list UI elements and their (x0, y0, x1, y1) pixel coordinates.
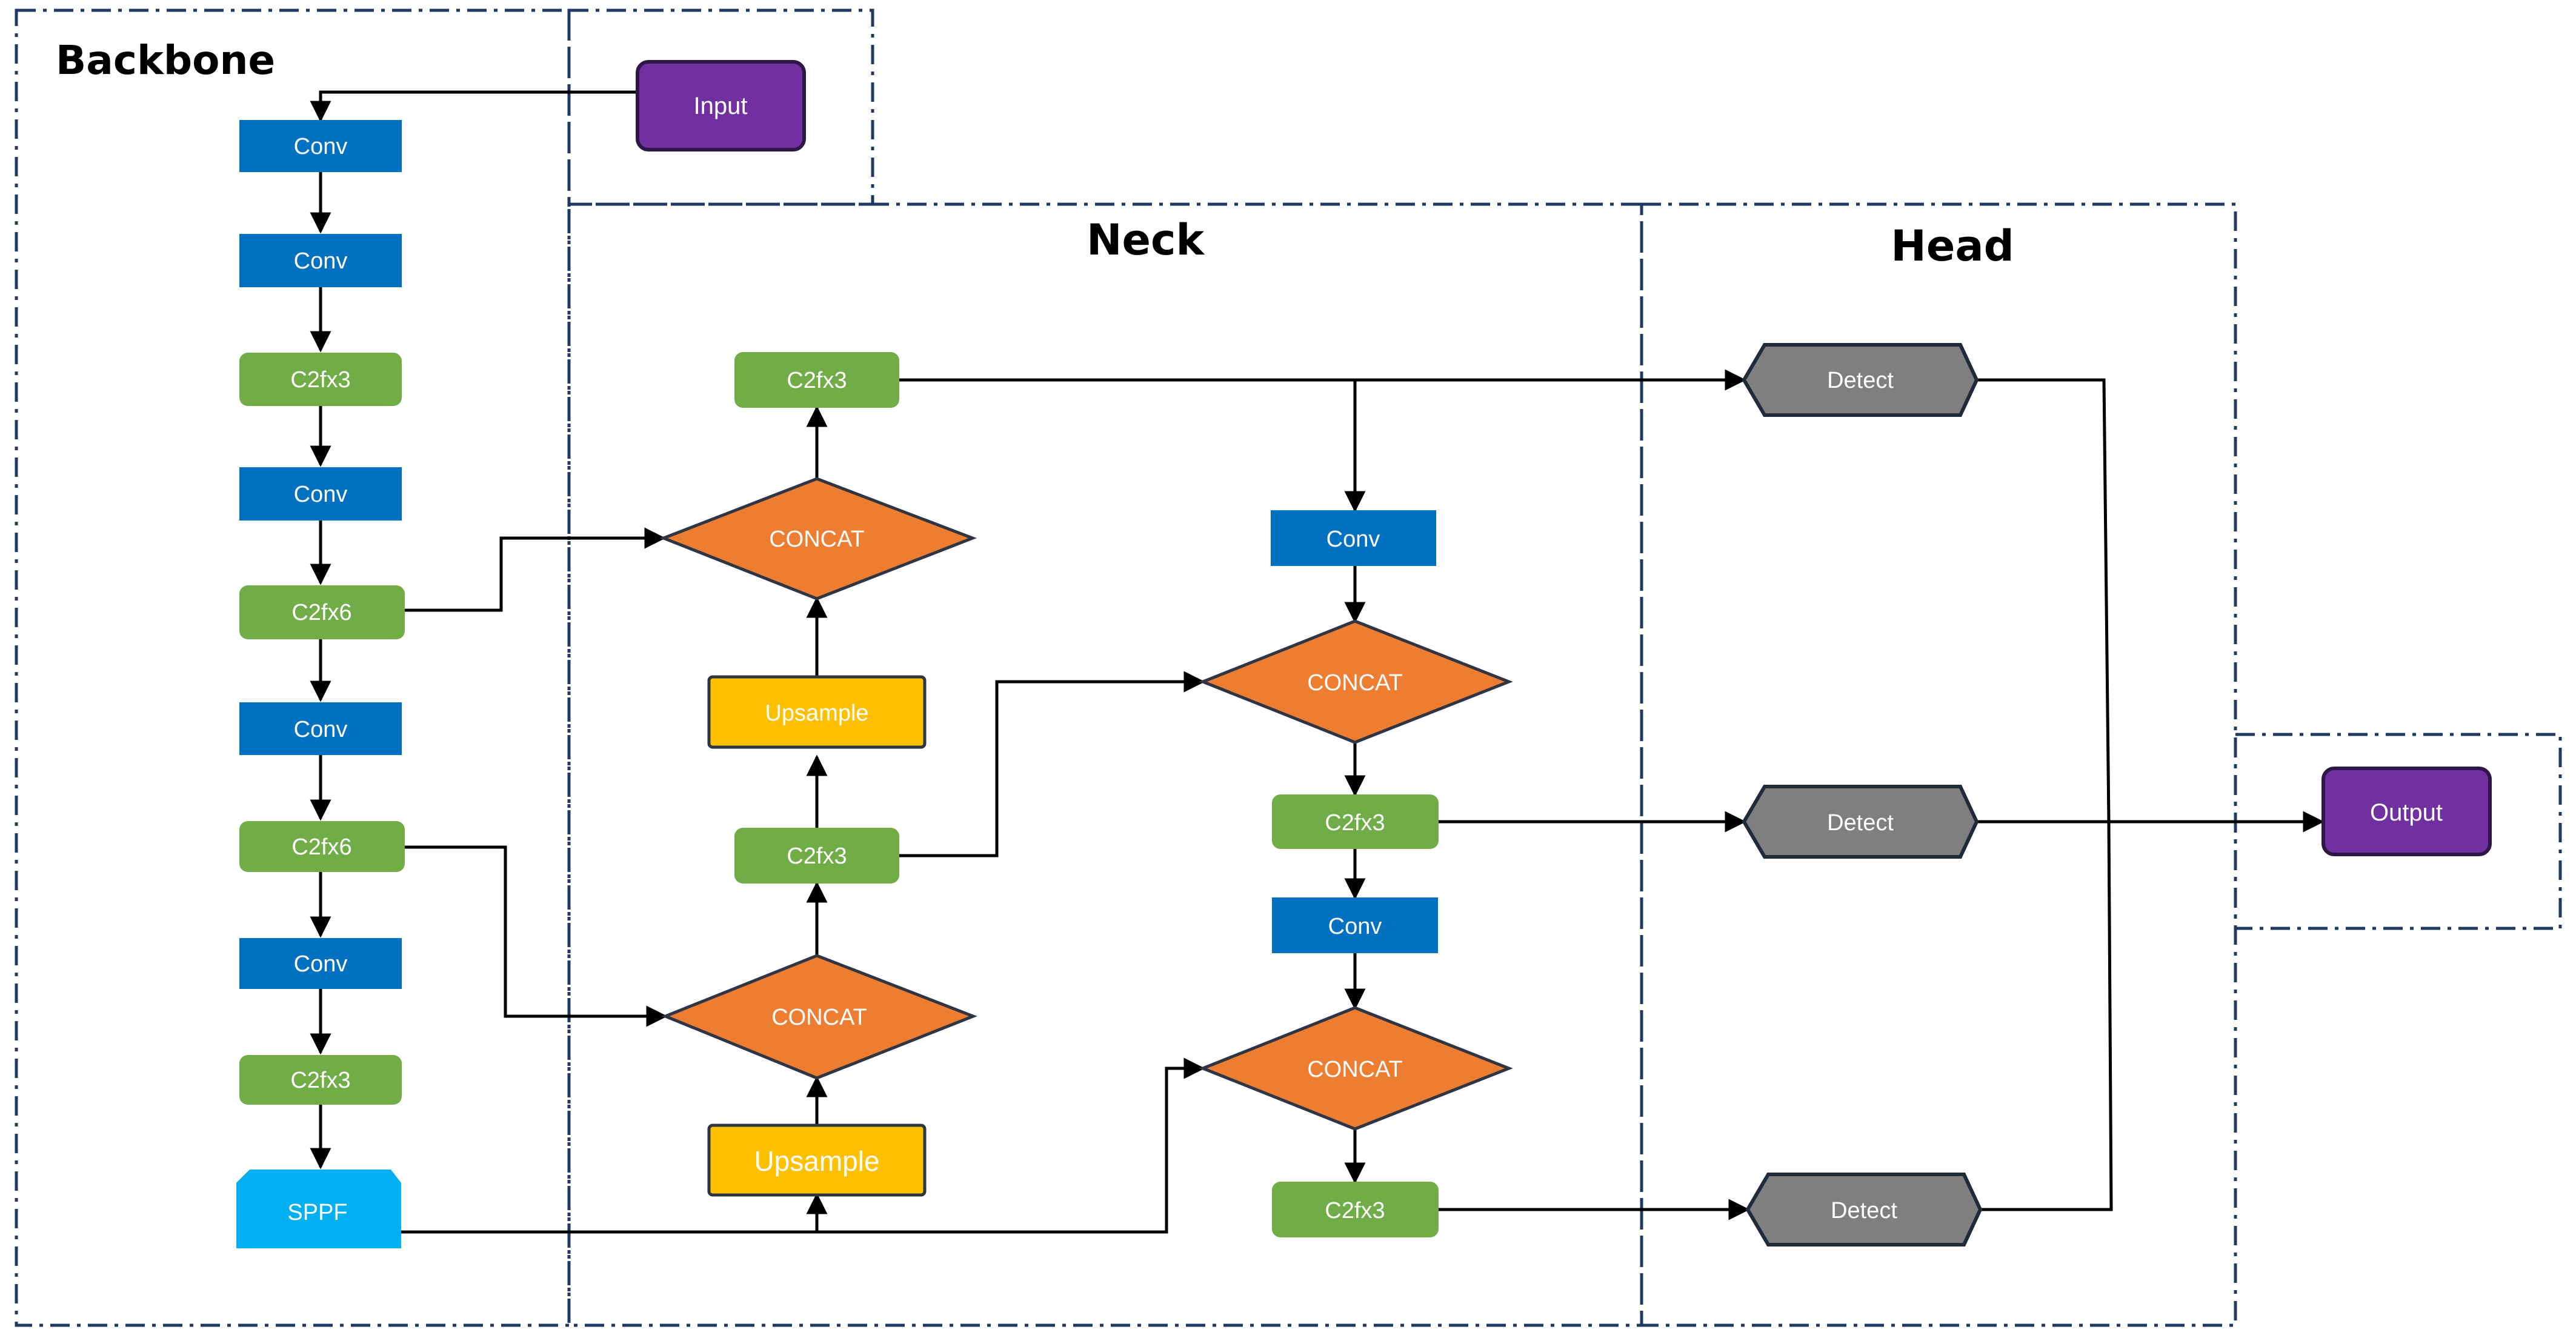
backbone-conv-1-label: Conv (294, 134, 348, 159)
backbone-c2f-3-label: C2fx6 (291, 834, 351, 860)
neck-upsample-2-label: Upsample (754, 1145, 879, 1177)
head-detect-3-label: Detect (1831, 1198, 1897, 1223)
neck-concat-1-label: CONCAT (769, 527, 865, 552)
neck-c2f-mid: C2fx3 (734, 828, 899, 884)
neck-concat-3-label: CONCAT (1307, 670, 1403, 696)
region-borders (15, 8, 2562, 1327)
backbone-conv-3: Conv (239, 467, 402, 521)
neck-concat-4: CONCAT (1199, 1006, 1513, 1131)
input-label: Input (694, 93, 748, 119)
neck-c2f-right-2-label: C2fx3 (1325, 1198, 1385, 1223)
head-detect-3: Detect (1745, 1173, 1983, 1246)
edge-c2fx6-to-concat1 (405, 527, 666, 612)
backbone-c2f-1: C2fx3 (239, 353, 402, 406)
neck-conv-b: Conv (1272, 897, 1438, 953)
neck-c2f-top: C2fx3 (734, 352, 899, 408)
edge-detect1-merge (1977, 378, 2111, 822)
backbone-c2f-4: C2fx3 (239, 1055, 402, 1105)
backbone-sppf: SPPF (236, 1170, 401, 1248)
backbone-conv-2: Conv (239, 234, 402, 287)
backbone-conv-5: Conv (239, 938, 402, 989)
edge-detect3-merge (1980, 821, 2113, 1211)
edge-sppf-to-concat4 (401, 1057, 1205, 1234)
backbone-c2f-1-label: C2fx3 (290, 367, 350, 393)
output-node: Output (2321, 767, 2492, 856)
neck-concat-1: CONCAT (659, 477, 977, 601)
neck-concat-2: CONCAT (661, 954, 977, 1080)
detect-merge-lines (1977, 378, 2113, 1211)
neck-conv-a-label: Conv (1326, 527, 1380, 552)
neck-conv-a: Conv (1271, 510, 1436, 566)
backbone-c2f-3: C2fx6 (239, 821, 405, 872)
head-detect-2: Detect (1742, 785, 1979, 859)
neck-upsample-2: Upsample (707, 1123, 927, 1197)
neck-c2f-top-label: C2fx3 (787, 368, 847, 393)
head-title: Head (1891, 221, 2014, 271)
input-node: Input (636, 60, 806, 151)
neck-upsample-1: Upsample (707, 675, 927, 749)
neck-upsample-1-label: Upsample (765, 701, 868, 726)
backbone-region (15, 8, 571, 1327)
backbone-sppf-label: SPPF (287, 1200, 347, 1225)
backbone-conv-4-label: Conv (294, 717, 348, 742)
head-detect-1-label: Detect (1827, 368, 1894, 393)
backbone-conv-2-label: Conv (294, 248, 348, 274)
backbone-c2f-2: C2fx6 (239, 585, 405, 639)
output-label: Output (2370, 799, 2443, 826)
edge-c2fmid-to-concat3 (899, 671, 1205, 857)
edge-c2fx6-to-concat2 (405, 845, 668, 1027)
neck-c2f-right-1-label: C2fx3 (1325, 810, 1385, 836)
head-detect-1: Detect (1742, 343, 1979, 417)
output-region (2234, 733, 2562, 930)
neck-concat-2-label: CONCAT (771, 1005, 867, 1030)
connectors (310, 90, 2325, 1234)
neck-conv-b-label: Conv (1328, 914, 1382, 939)
neck-concat-4-label: CONCAT (1307, 1057, 1403, 1082)
neck-c2f-mid-label: C2fx3 (787, 844, 847, 869)
backbone-conv-1: Conv (239, 120, 402, 172)
backbone-conv-3-label: Conv (294, 482, 348, 507)
edge-input-to-conv (310, 90, 636, 122)
backbone-title: Backbone (56, 37, 275, 84)
neck-c2f-right-2: C2fx3 (1272, 1182, 1439, 1237)
neck-title: Neck (1087, 215, 1205, 265)
backbone-conv-4: Conv (239, 702, 402, 755)
backbone-c2f-2-label: C2fx6 (291, 600, 351, 625)
neck-concat-3: CONCAT (1199, 619, 1513, 744)
neck-c2f-right-1: C2fx3 (1272, 794, 1439, 849)
head-detect-2-label: Detect (1827, 810, 1894, 836)
backbone-conv-5-label: Conv (294, 951, 348, 977)
backbone-c2f-4-label: C2fx3 (290, 1068, 350, 1093)
